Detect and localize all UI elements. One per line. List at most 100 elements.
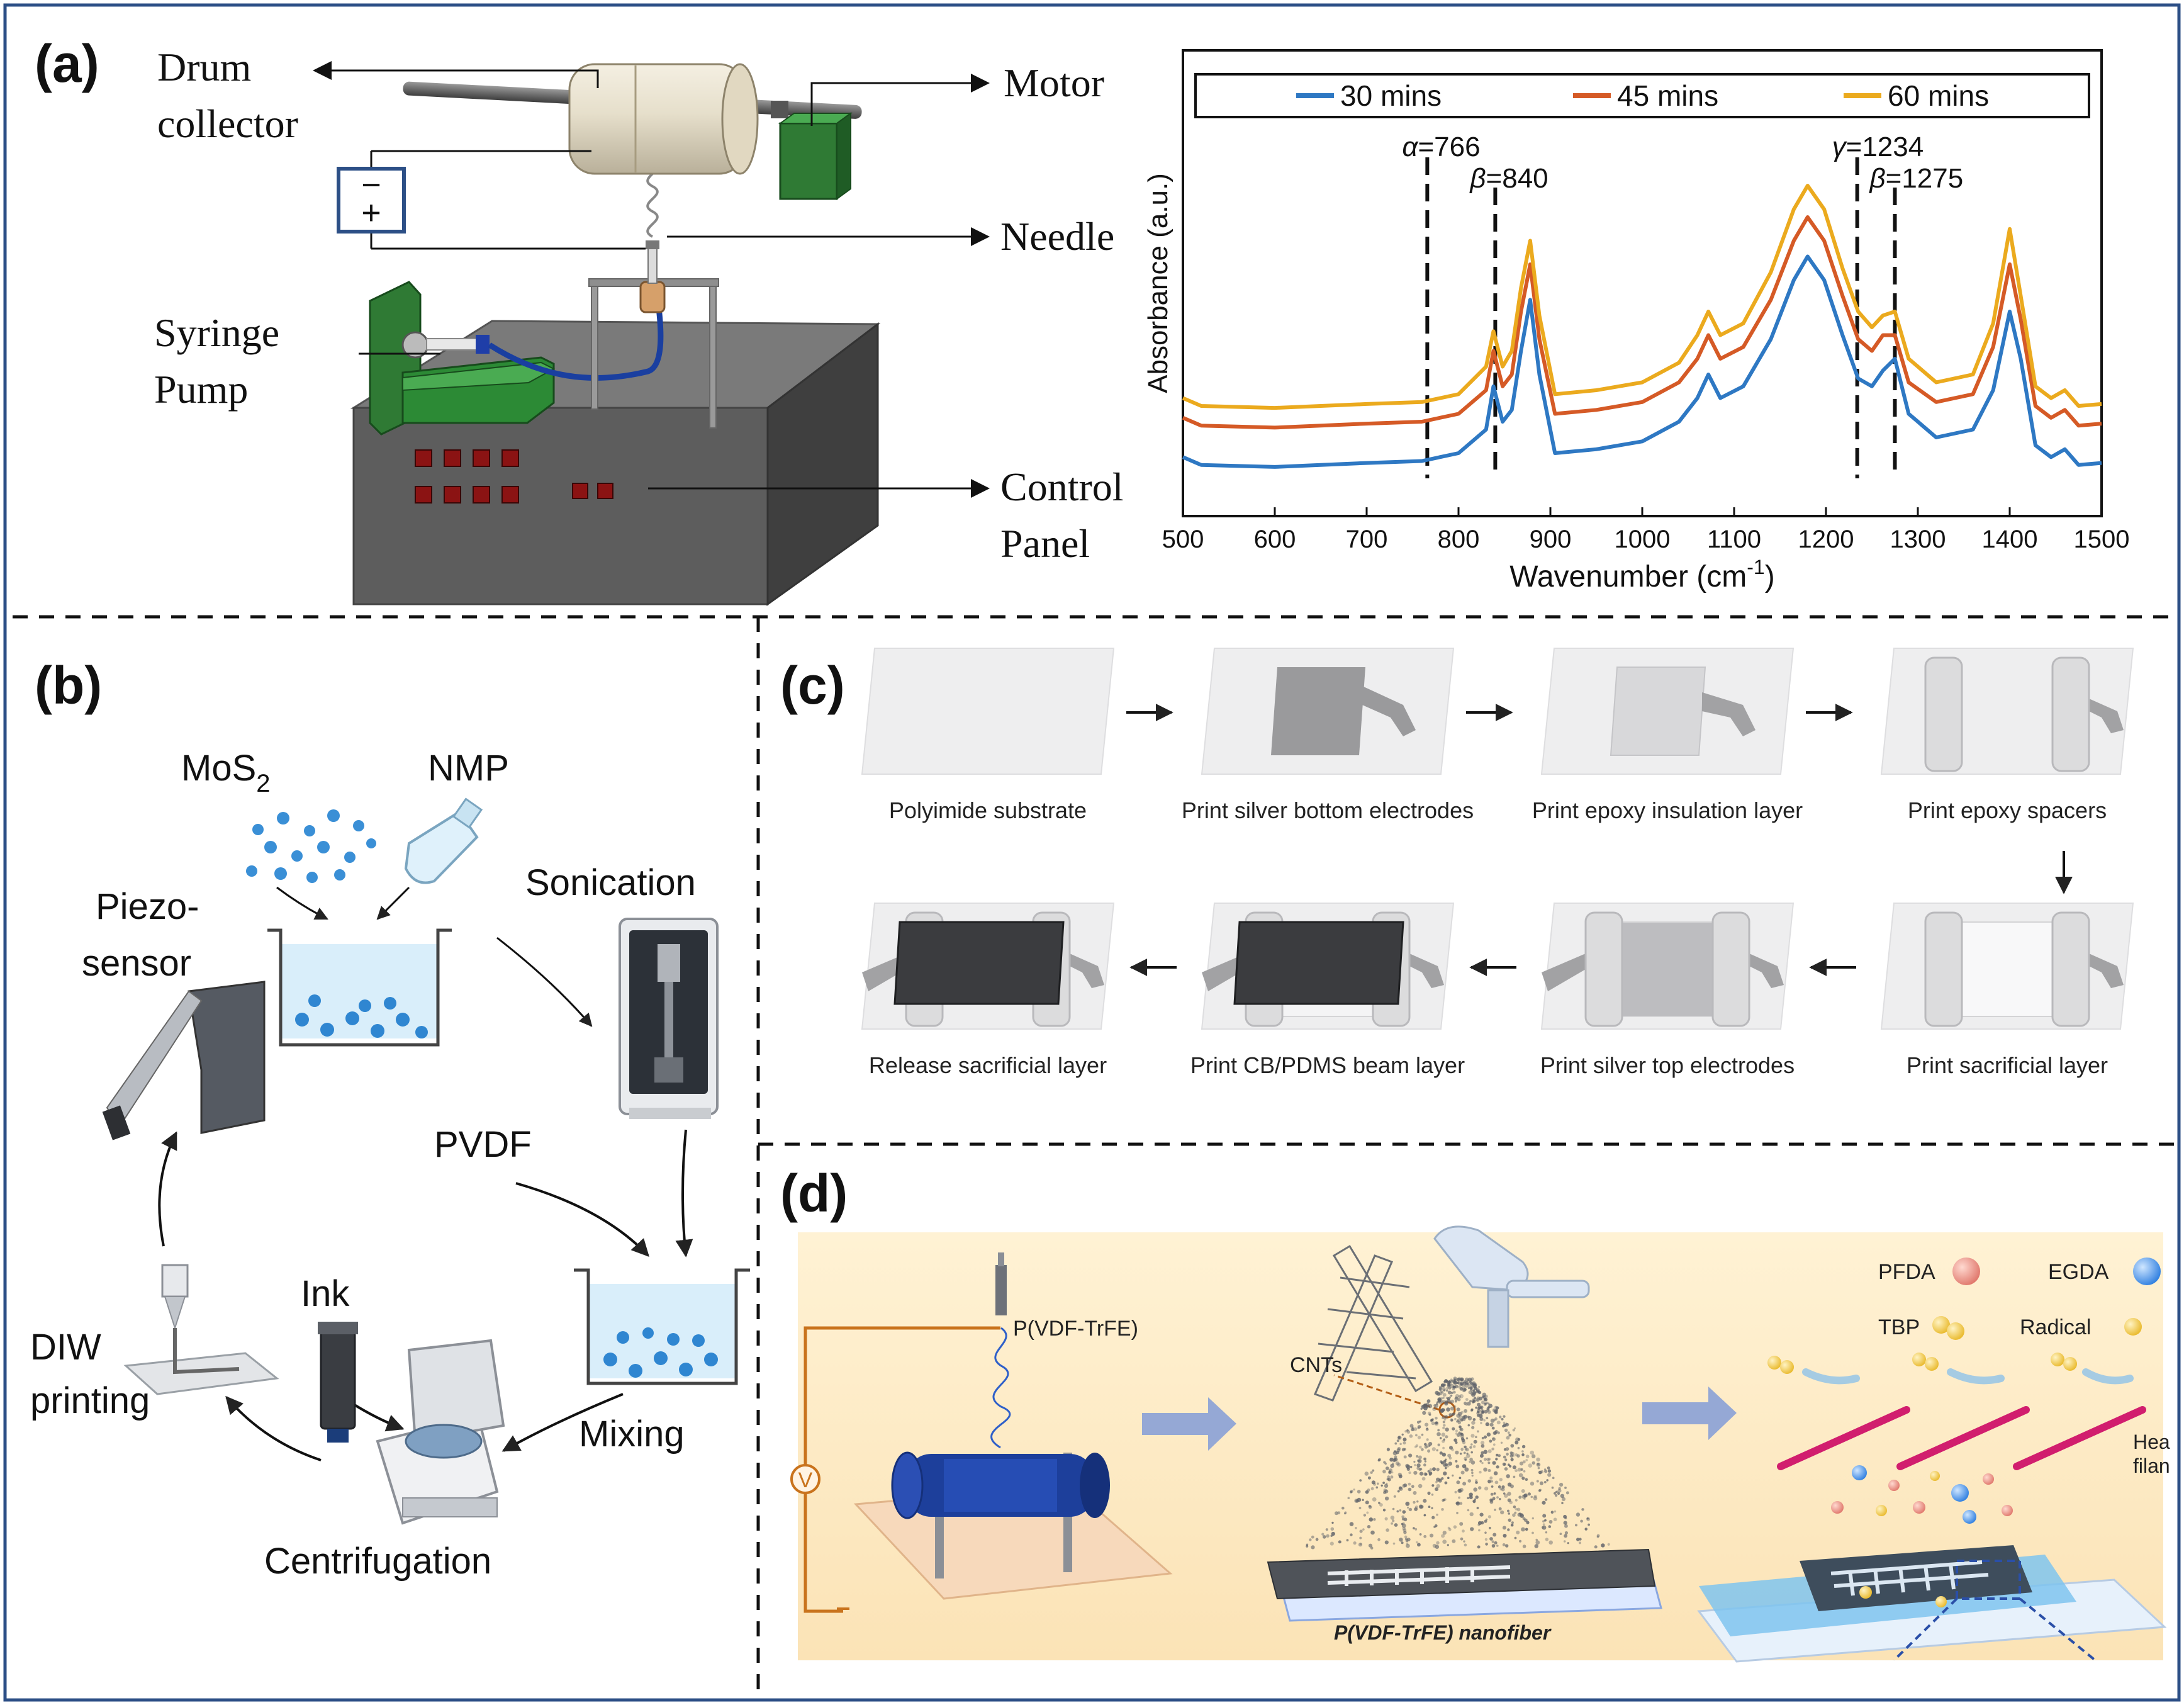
piezo-sensor bbox=[102, 981, 266, 1140]
process-step-3 bbox=[1880, 648, 2134, 775]
egda-icon bbox=[2133, 1258, 2161, 1285]
legend-box bbox=[1194, 73, 2090, 118]
label-radical: Radical bbox=[2020, 1315, 2091, 1339]
label-sonication: Sonication bbox=[525, 862, 696, 903]
label-piezo: Piezo- bbox=[96, 886, 199, 927]
x-tick-label-7: 1200 bbox=[1798, 526, 1854, 553]
label-collector: collector bbox=[157, 101, 298, 146]
label-centrifugation: Centrifugation bbox=[264, 1541, 491, 1582]
label-drum: Drum bbox=[157, 45, 251, 89]
ink-syringe bbox=[318, 1322, 358, 1443]
label-mos2: MoS2 bbox=[181, 748, 271, 797]
process-step-label-0: Polyimide substrate bbox=[889, 797, 1087, 823]
control-buttons bbox=[415, 449, 613, 504]
label-pvdf: PVDF bbox=[434, 1124, 532, 1165]
voltmeter-label: V bbox=[798, 1468, 813, 1492]
control-box bbox=[350, 320, 881, 606]
x-tick-label-0: 500 bbox=[1162, 526, 1204, 553]
panel-c-arrows bbox=[1126, 704, 2073, 976]
label-syringe: Syringe bbox=[154, 310, 279, 355]
needle-stand bbox=[588, 240, 719, 429]
label-tbp: TBP bbox=[1878, 1315, 1920, 1339]
label-filament: filan bbox=[2133, 1455, 2170, 1477]
label-panel: Panel bbox=[1000, 521, 1090, 566]
process-step-label-4: Print sacrificial layer bbox=[1907, 1052, 2108, 1078]
label-diw: DIW bbox=[30, 1327, 101, 1368]
d-cnt-spray: CNTs P(VDF-TrFE) nanofiber bbox=[1267, 1225, 1662, 1644]
process-step-label-1: Print silver bottom electrodes bbox=[1182, 797, 1474, 823]
annotation-label-0: α=766 bbox=[1402, 132, 1480, 162]
panel-b: (b) MoS2 NMP Sonication Piezo- sensor PV… bbox=[30, 656, 750, 1582]
x-tick-label-2: 700 bbox=[1346, 526, 1388, 553]
beaker-top bbox=[267, 886, 452, 1047]
d-electrospinning: V P(VDF-TrFE) bbox=[790, 1252, 1173, 1613]
label-sensor: sensor bbox=[82, 943, 191, 984]
process-step-4 bbox=[1880, 903, 2134, 1030]
label-pfda: PFDA bbox=[1878, 1260, 1935, 1284]
label-heat: Hea bbox=[2133, 1431, 2170, 1453]
legend-label-0: 30 mins bbox=[1340, 79, 1442, 112]
process-step-label-7: Release sacrificial layer bbox=[869, 1052, 1107, 1078]
d-deposition bbox=[1697, 1465, 2167, 1663]
pfda-icon bbox=[1952, 1258, 1980, 1285]
x-tick-label-6: 1100 bbox=[1707, 526, 1761, 553]
process-step-label-5: Print silver top electrodes bbox=[1540, 1052, 1795, 1078]
annotation-label-1: β=840 bbox=[1469, 163, 1548, 194]
power-supply: − + bbox=[337, 150, 646, 250]
panel-c: (c) Polyimide substrate Print silver bott… bbox=[780, 648, 2134, 1078]
tbp-icon bbox=[1932, 1316, 1964, 1340]
process-step-1 bbox=[1201, 648, 1455, 775]
x-tick-label-8: 1300 bbox=[1890, 526, 1946, 553]
x-axis-label: Wavenumber (cm-1) bbox=[1509, 556, 1774, 594]
series-line-2 bbox=[1182, 184, 2102, 410]
legend-label-2: 60 mins bbox=[1888, 79, 1989, 112]
label-ink: Ink bbox=[301, 1273, 350, 1314]
label-egda: EGDA bbox=[2048, 1260, 2109, 1284]
radical-icon bbox=[2124, 1318, 2142, 1336]
label-nanofiber: P(VDF-TrFE) nanofiber bbox=[1334, 1621, 1552, 1644]
label-mixing: Mixing bbox=[579, 1414, 685, 1455]
drum-collector bbox=[403, 63, 862, 200]
panel-b-tag: (b) bbox=[35, 656, 102, 715]
panel-a-pointers bbox=[313, 61, 990, 498]
panel-c-tag: (c) bbox=[780, 656, 845, 715]
x-tick-label-1: 600 bbox=[1254, 526, 1296, 553]
x-tick-label-3: 800 bbox=[1438, 526, 1480, 553]
panel-a-tag: (a) bbox=[35, 34, 99, 93]
figure-border bbox=[3, 3, 2181, 1702]
process-step-5 bbox=[1540, 903, 1795, 1030]
label-needle: Needle bbox=[1000, 214, 1114, 259]
series-line-1 bbox=[1182, 215, 2102, 430]
label-control: Control bbox=[1000, 464, 1124, 509]
label-cnts: CNTs bbox=[1290, 1353, 1342, 1377]
process-step-2 bbox=[1540, 648, 1795, 775]
label-pvdf-trfe: P(VDF-TrFE) bbox=[1013, 1317, 1138, 1341]
process-step-label-6: Print CB/PDMS beam layer bbox=[1190, 1052, 1465, 1078]
panel-d-tag: (d) bbox=[780, 1164, 848, 1223]
annotation-label-2: γ=1234 bbox=[1832, 132, 1924, 162]
panel-b-arrows bbox=[158, 1129, 693, 1461]
diw-printer bbox=[123, 1264, 279, 1395]
d-flow-arrows bbox=[1142, 1387, 1737, 1451]
y-axis-label: Absorbance (a.u.) bbox=[1143, 173, 1173, 393]
plot-frame bbox=[1182, 49, 2103, 517]
label-nmp: NMP bbox=[428, 748, 509, 789]
process-step-0 bbox=[861, 648, 1115, 775]
label-printing: printing bbox=[30, 1380, 150, 1421]
annotation-label-3: β=1275 bbox=[1869, 163, 1964, 194]
x-tick-label-10: 1500 bbox=[2074, 526, 2130, 553]
x-tick-label-9: 1400 bbox=[1982, 526, 2038, 553]
process-step-7 bbox=[861, 903, 1115, 1030]
minus-sign: − bbox=[361, 166, 381, 204]
syringe-pump bbox=[369, 281, 664, 436]
x-tick-label-5: 1000 bbox=[1615, 526, 1671, 553]
nmp-bottle bbox=[404, 797, 483, 884]
process-step-label-2: Print epoxy insulation layer bbox=[1532, 797, 1803, 823]
d-legend: PFDA EGDA TBP Radical bbox=[1878, 1258, 2161, 1340]
process-step-label-3: Print epoxy spacers bbox=[1908, 797, 2107, 823]
mos2-particles bbox=[246, 809, 376, 883]
panel-d: (d) V P(VDF-TrFE) bbox=[780, 1164, 2170, 1663]
